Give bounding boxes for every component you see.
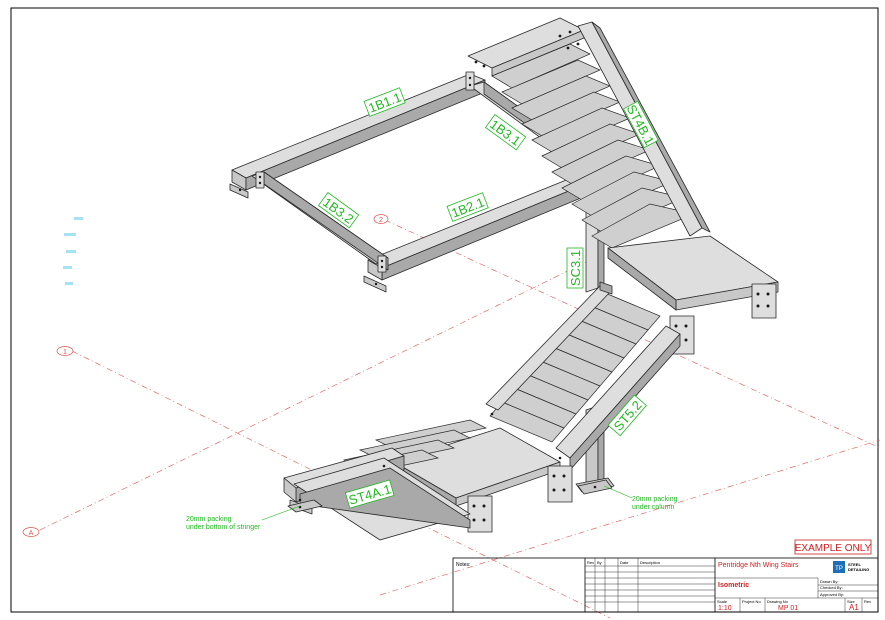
size-value: A1 [849,603,859,612]
grid-bubble-2: 2 [373,214,389,224]
packing-note-column: 20mm packing under column [603,485,678,511]
lower-flight [393,281,681,533]
notes-label: Notes: [456,562,470,568]
company-logo: TP STEEL DETAILING [833,561,869,573]
scale-value: 1:10 [718,605,732,612]
base-plates [287,479,613,513]
project-no-label: Project No [742,599,761,604]
approved-by-label: Approved By: [820,592,844,597]
packing-note-column-line2: under column [632,504,675,511]
member-label-st4b: ST4B.1 [622,100,659,149]
member-label-sc3-text: SC3.1 [568,250,583,286]
member-label-sc3: SC3.1 [566,247,584,289]
rev-header-rev: Rev [587,560,594,565]
revision-table: Rev By Date Description [585,558,715,612]
grid-line-a [39,259,591,531]
rev-header-by: By [597,560,602,565]
rev-header-date: Date [620,560,629,565]
logo-line-2: STEEL [848,562,861,567]
scale-label: Scale [717,599,728,604]
size-label: Size [847,599,856,604]
grid-bubble-a: A [22,527,40,537]
rev-label: Rev [864,599,871,604]
packing-note-stringer-line1: 20mm packing [186,516,232,523]
example-only-stamp: EXAMPLE ONLY [794,539,872,555]
project-title: Pentridge Nth Wing Stairs [718,562,799,569]
grid-bubble-2-label: 2 [379,217,383,224]
packing-note-column-line1: 20mm packing [632,496,678,503]
checked-by-label: Checked By: [820,585,843,590]
drawing-no-value: MP 01 [778,605,798,612]
sheet-border [10,7,879,613]
drawing-no-label: Drawing No [767,599,789,604]
rev-header-description: Description [640,560,660,565]
grid-line-b [379,439,881,596]
packing-note-stringer-line2: under bottom of stringer [186,524,261,531]
packing-note-stringer: 20mm packing under bottom of stringer [186,505,301,531]
logo-mark: TP [835,566,843,572]
grid-bubble-a-label: A [29,530,34,537]
example-only-text: EXAMPLE ONLY [795,543,872,554]
grid-bubble-1: 1 [56,346,74,356]
ghost-marks [63,217,83,285]
drawing-title: Isometric [718,582,749,589]
logo-line-3: DETAILING [848,567,869,572]
title-block: Notes: Rev By Date Description Pentridge… [452,557,879,613]
grid-bubble-1-label: 1 [63,349,67,356]
drawn-by-label: Drawn By: [820,579,838,584]
